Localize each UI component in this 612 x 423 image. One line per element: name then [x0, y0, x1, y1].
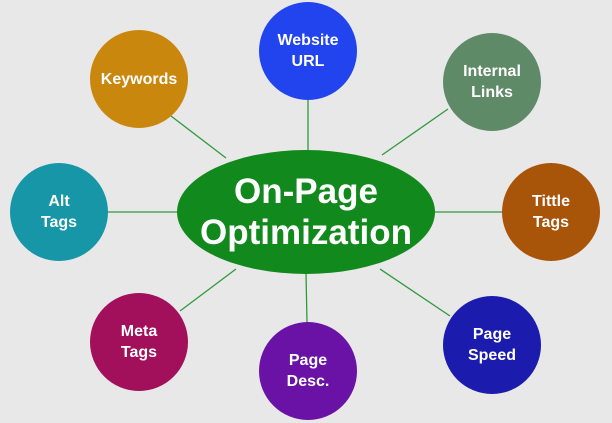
node-website-url: Website URL	[259, 2, 357, 100]
node-label-line: Tags	[120, 344, 158, 361]
node-page-desc: Page Desc.	[259, 322, 357, 420]
node-internal-links: Internal Links	[443, 33, 541, 131]
center-topic-line-2: Optimization	[200, 213, 412, 252]
node-page-speed: Page Speed	[443, 296, 541, 394]
node-label-line: Website	[277, 32, 339, 49]
link-internal-links	[381, 108, 449, 156]
link-page-desc	[305, 273, 308, 323]
link-meta-tags	[179, 268, 237, 312]
node-label-line: URL	[291, 53, 325, 70]
node-label-line: Keywords	[100, 70, 178, 88]
link-keywords	[170, 115, 227, 159]
center-topic: On-Page Optimization	[177, 150, 435, 274]
node-label-line: Internal	[463, 63, 521, 80]
center-topic-line-1: On-Page	[234, 172, 378, 211]
node-alt-tags: Alt Tags	[10, 163, 108, 261]
node-label-line: Links	[471, 84, 513, 101]
node-meta-tags: Meta Tags	[90, 293, 188, 391]
node-label-line: Speed	[467, 347, 516, 364]
node-label-line: Page	[472, 326, 512, 343]
node-label-line: Meta	[120, 323, 158, 340]
node-tittle-tags: Tittle Tags	[502, 163, 600, 261]
node-label-line: Tittle	[532, 193, 570, 210]
node-label-line: Tags	[532, 214, 570, 231]
node-label-line: Alt	[48, 193, 70, 210]
node-keywords: Keywords	[90, 30, 188, 128]
node-label-line: Page	[288, 352, 328, 369]
link-page-speed	[379, 268, 451, 317]
node-label-line: Desc.	[286, 373, 330, 390]
node-label-line: Tags	[40, 214, 78, 231]
